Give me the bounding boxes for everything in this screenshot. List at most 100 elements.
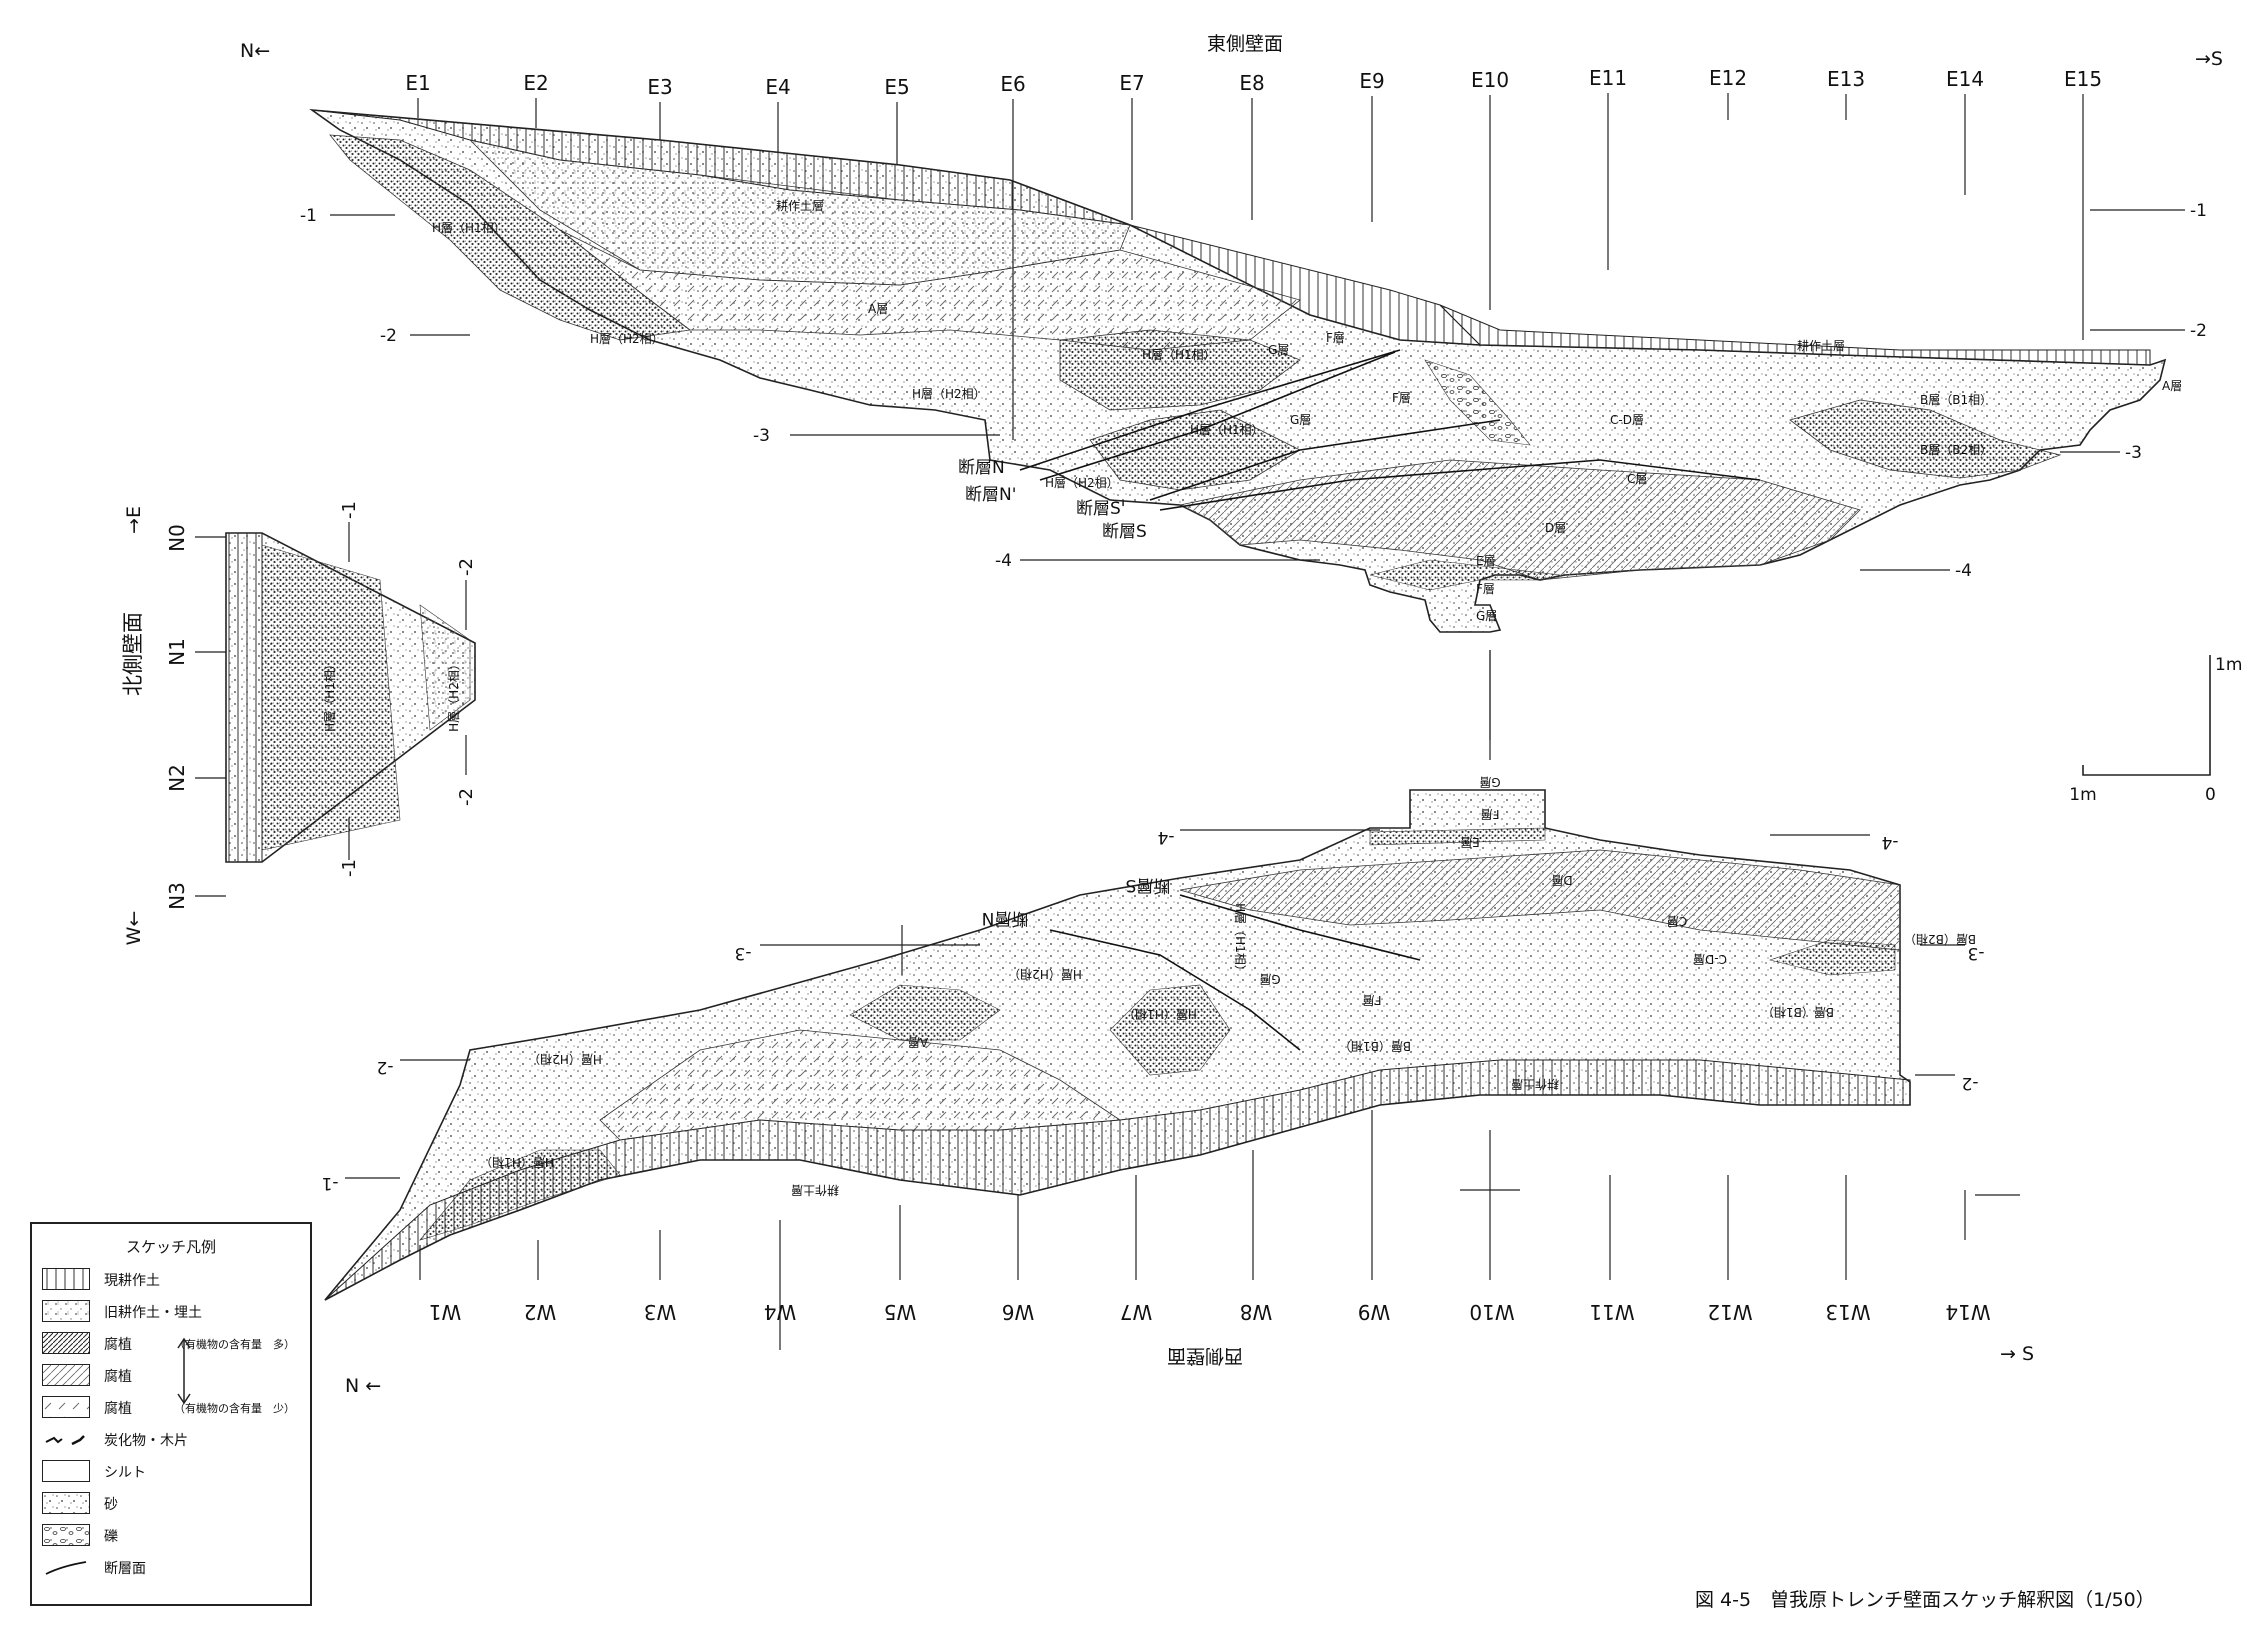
west-h1-dark-b [849, 984, 1001, 1041]
west-label-d: D層 [1551, 873, 1572, 887]
north-h2-band [419, 604, 471, 731]
east-label-h1-top: H層（H1相） [432, 221, 506, 235]
east-d-layer [1178, 459, 1861, 581]
grid-e3: E3 [647, 75, 672, 99]
east-label-kosaku: 耕作土層 [776, 198, 824, 213]
charcoal-icon [45, 1435, 85, 1446]
grid-w10: W10 [1469, 1300, 1514, 1324]
legend-label-5: 炭化物・木片 [104, 1433, 188, 1449]
north-depth-top-1: -1 [339, 501, 360, 519]
grid-e6: E6 [1000, 72, 1025, 96]
west-fault-lines [1049, 894, 1421, 1051]
west-depth-2-left: -2 [377, 1057, 394, 1077]
north-grid-ticks [195, 522, 467, 897]
east-b2-band [1789, 399, 2062, 479]
figure-caption: 図 4-5 曽我原トレンチ壁面スケッチ解釈図（1/50） [1695, 1589, 2155, 1611]
legend-swatch-blank [42, 1460, 90, 1482]
east-depth-1-right: -1 [2190, 201, 2207, 221]
legend-label-2: 腐植 [104, 1337, 132, 1353]
east-wall-section: 東側壁面 N← →S E1 E2 E3 E4 E5 E6 E7 E8 E9 E1… [240, 33, 2223, 740]
west-label-cd: C-D層 [1693, 952, 1727, 966]
legend-label-3: 腐植 [104, 1369, 132, 1385]
east-label-g-mid: G層 [1290, 413, 1311, 427]
east-label-f-top: F層 [1326, 331, 1345, 345]
north-label-h1: H層（H1相） [323, 658, 337, 732]
east-fault-n: 断層N [958, 458, 1005, 478]
grid-e2: E2 [523, 71, 548, 95]
north-dir-west: W← [123, 911, 145, 946]
west-h1-dark-left [419, 1149, 621, 1241]
legend-row-gravel: 礫 [42, 1522, 304, 1548]
west-b2-band [1768, 939, 1896, 976]
west-depth-3-left: -3 [735, 943, 752, 963]
grid-w4: W4 [764, 1300, 797, 1324]
west-h1-dark-a [1109, 984, 1231, 1076]
grid-e8: E8 [1239, 71, 1264, 95]
east-label-g-top: G層 [1268, 343, 1289, 357]
east-label-a: A層 [868, 302, 888, 316]
west-label-b2: B層（B2相） [1904, 932, 1976, 946]
west-label-g: G層 [1479, 775, 1500, 789]
east-h1-mid [1059, 329, 1301, 411]
west-label-kosaku2: 耕作土層 [1511, 1077, 1559, 1092]
north-wall-title: 北側壁面 [121, 612, 145, 696]
legend-row-sand: 砂 [42, 1490, 304, 1516]
west-label-e: E層 [1460, 835, 1480, 849]
west-depth-3-right: -3 [1968, 943, 1985, 963]
east-depth-3-left: -3 [753, 426, 770, 446]
legend-swatch-sparse-diagonal [42, 1396, 90, 1418]
grid-e9: E9 [1359, 69, 1384, 93]
north-label-h2: H層（H2相） [447, 658, 461, 732]
east-label-h1-low: H層（H1相） [1190, 423, 1264, 437]
grid-w9: W9 [1358, 1300, 1391, 1324]
west-label-h1-mid: H層（H1相） [1233, 903, 1247, 977]
north-topsoil [225, 532, 263, 863]
east-fault-n-prime: 断層N' [965, 485, 1016, 505]
east-label-c: C層 [1627, 472, 1647, 486]
legend-row-humus-mid: 腐植 [42, 1337, 304, 1405]
west-label-g-mid: G層 [1259, 972, 1280, 986]
east-label-b2: B層（B2相） [1920, 443, 1992, 457]
west-depth-2-right: -2 [1962, 1073, 1979, 1093]
grid-w1: W1 [429, 1300, 462, 1324]
scale-top-label: 1m [2215, 655, 2242, 675]
east-label-cd: C-D層 [1610, 413, 1644, 427]
legend-row-silt: シルト [42, 1458, 304, 1484]
east-label-d: D層 [1545, 521, 1566, 535]
west-label-h1-b: H層（H1相） [1123, 1007, 1197, 1021]
west-fault-labels: 断層S 断層N [982, 875, 1171, 928]
grid-e4: E4 [765, 75, 790, 99]
west-depth-labels: -1 -2 -3 -4 -4 -3 -2 [322, 827, 1985, 1193]
scale-left-label: 1m [2069, 785, 2096, 805]
legend-label-7: 砂 [104, 1497, 118, 1513]
grid-n1: N1 [165, 638, 189, 666]
east-depth-1-left: -1 [300, 206, 317, 226]
east-label-b1: B層（B1相） [1920, 393, 1992, 407]
west-depth-markers [345, 829, 1965, 1179]
grid-n0: N0 [165, 524, 189, 552]
west-fault-s: 断層S [1126, 875, 1171, 895]
grid-w13: W13 [1825, 1300, 1870, 1324]
east-grid-labels: E1 E2 E3 E4 E5 E6 E7 E8 E9 E10 E11 E12 E… [405, 66, 2102, 99]
legend-label-8: 礫 [104, 1529, 118, 1545]
west-e-layer [1369, 827, 1546, 846]
double-arrow-icon [177, 1337, 191, 1405]
west-depth-1-left: -1 [322, 1173, 339, 1193]
legend-row-current-topsoil: 現耕作土 [42, 1266, 304, 1292]
grid-e14: E14 [1946, 67, 1984, 91]
east-label-h2-left: H層（H2相） [590, 332, 664, 346]
grid-w8: W8 [1240, 1300, 1273, 1324]
east-depth-4-left: -4 [995, 551, 1012, 571]
east-depth-2-right: -2 [2190, 321, 2207, 341]
west-layer-labels: G層 F層 E層 D層 C層 C-D層 B層（B2相） B層（B1相） B層（B… [480, 775, 1976, 1198]
west-label-h1-left: H層（H1相） [480, 1155, 554, 1169]
east-label-a-right: A層 [2162, 379, 2182, 393]
east-label-h2-low: H層（H2相） [1045, 476, 1119, 490]
legend-swatch-medium-diagonal [42, 1364, 90, 1386]
east-label-h1-mid: H層（H1相） [1142, 348, 1216, 362]
west-label-c: C層 [1667, 914, 1687, 928]
east-fault-s: 断層S [1102, 522, 1147, 542]
grid-e11: E11 [1589, 66, 1627, 90]
grid-e5: E5 [884, 75, 909, 99]
west-wall-title: 西側壁面 [1167, 1345, 1243, 1367]
